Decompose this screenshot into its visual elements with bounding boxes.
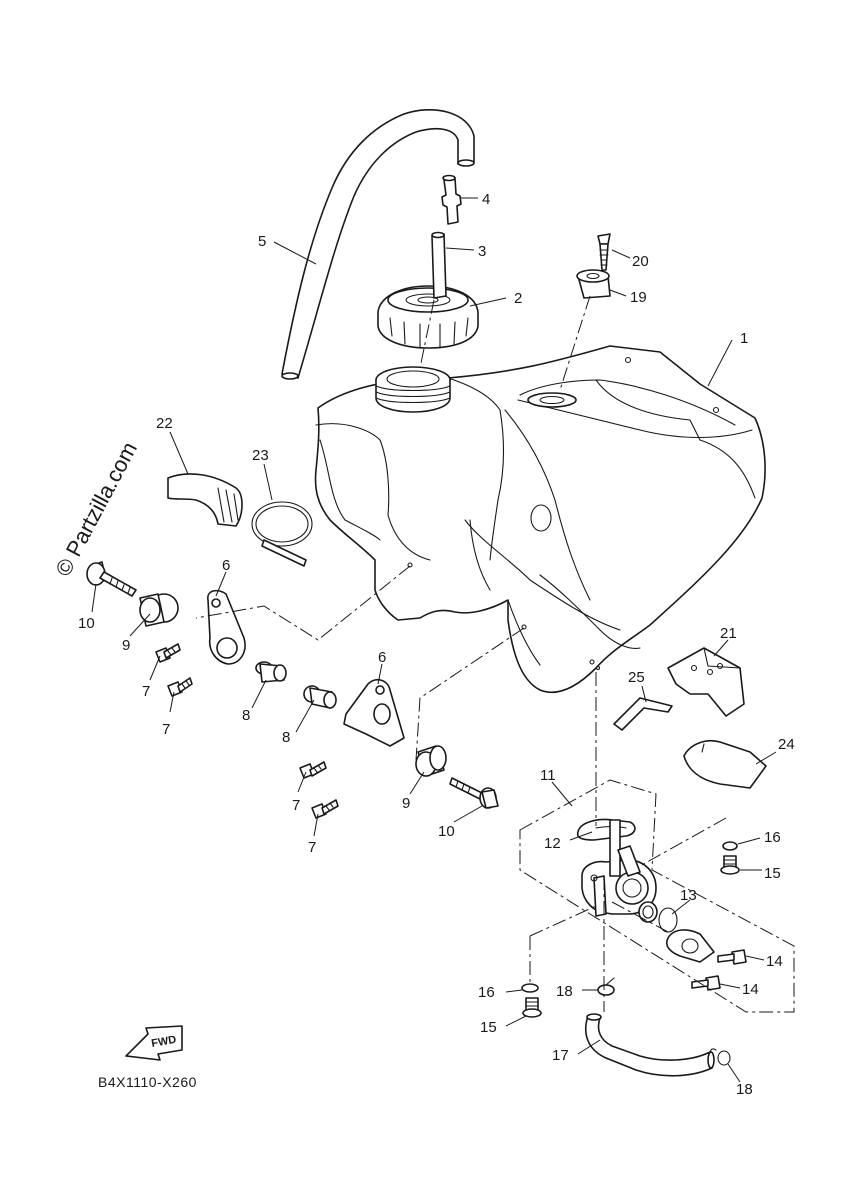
callout-number: 17	[552, 1047, 569, 1064]
bolt-icon	[167, 677, 193, 697]
callout-number: 14	[742, 981, 759, 998]
callout-number: 11	[540, 767, 556, 784]
center-line	[529, 905, 597, 937]
callout-number: 8	[282, 729, 290, 746]
callout-number: 10	[78, 615, 95, 632]
center-line	[611, 901, 669, 933]
center-line	[195, 565, 411, 641]
callout-number: 5	[258, 233, 266, 250]
callout-number: 1	[740, 330, 748, 347]
callout-number: 25	[628, 669, 645, 686]
assembly-outline	[519, 779, 795, 1013]
center-line	[559, 295, 591, 391]
callout-number: 18	[556, 983, 573, 1000]
forward-arrow-icon: FWD	[125, 1025, 183, 1061]
callout-number: 18	[736, 1081, 753, 1098]
damper-icon	[139, 593, 179, 627]
callout-number: 15	[480, 1019, 497, 1036]
breather-valve-icon	[441, 174, 462, 225]
vent-hose-icon	[281, 109, 475, 380]
callout-number: 8	[242, 707, 250, 724]
bolt-icon	[86, 561, 137, 597]
diagram-code: B4X1110-X260	[98, 1074, 197, 1090]
bolt-icon	[311, 799, 339, 819]
callout-number: 14	[766, 953, 783, 970]
callout-number: 2	[514, 290, 522, 307]
collar-icon	[303, 685, 337, 709]
band-icon	[251, 501, 313, 567]
clip-icon	[597, 977, 731, 1066]
bolt-icon	[449, 777, 499, 809]
screw-icon	[597, 233, 611, 271]
callout-number: 20	[632, 253, 649, 270]
callout-number: 6	[222, 557, 230, 574]
callout-number: 16	[764, 829, 781, 846]
protector-icon	[683, 740, 767, 789]
mount-bracket-icon	[207, 589, 246, 665]
callout-number: 24	[778, 736, 795, 753]
callout-number: 6	[378, 649, 386, 666]
callout-number: 4	[482, 191, 490, 208]
damper-icon	[576, 269, 611, 299]
washer-icon	[521, 841, 738, 993]
center-line	[639, 817, 727, 867]
callout-number: 3	[478, 243, 486, 260]
fuel-hose-icon	[584, 1013, 715, 1077]
damper-icon	[415, 745, 447, 777]
callout-number: 15	[764, 865, 781, 882]
center-line	[419, 299, 435, 369]
tank-cap-icon	[377, 285, 479, 349]
fuel-cock-icon	[581, 819, 657, 917]
bolt-icon	[299, 761, 327, 779]
callout-number: 19	[630, 289, 647, 306]
callout-number: 10	[438, 823, 455, 840]
callout-number: 9	[402, 795, 410, 812]
center-line	[415, 627, 525, 761]
bolt-icon	[522, 855, 740, 1018]
stay-icon	[613, 697, 673, 731]
fuel-tank-icon	[314, 345, 766, 694]
screw-icon	[665, 929, 747, 991]
callout-number: 7	[142, 683, 150, 700]
callout-number: 22	[156, 415, 173, 432]
callout-number: 16	[478, 984, 495, 1001]
guard-icon	[667, 647, 745, 717]
callout-number: 7	[292, 797, 300, 814]
callout-number: 7	[308, 839, 316, 856]
leader-lines	[91, 197, 777, 1083]
callout-number: 12	[544, 835, 561, 852]
bolt-icon	[155, 643, 181, 663]
callout-number: 21	[720, 625, 737, 642]
fwd-label: FWD	[150, 1034, 177, 1050]
callout-number: 23	[252, 447, 269, 464]
breather-pipe-icon	[431, 231, 447, 299]
protector-icon	[167, 473, 243, 527]
o-ring-icon	[638, 901, 678, 933]
callout-number: 13	[680, 887, 697, 904]
callout-number: 9	[122, 637, 130, 654]
mount-bracket-icon	[343, 678, 405, 747]
gasket-icon	[576, 818, 636, 841]
collar-icon	[255, 661, 287, 683]
callout-number: 7	[162, 721, 170, 738]
watermark: © Partzilla.com	[50, 438, 142, 581]
